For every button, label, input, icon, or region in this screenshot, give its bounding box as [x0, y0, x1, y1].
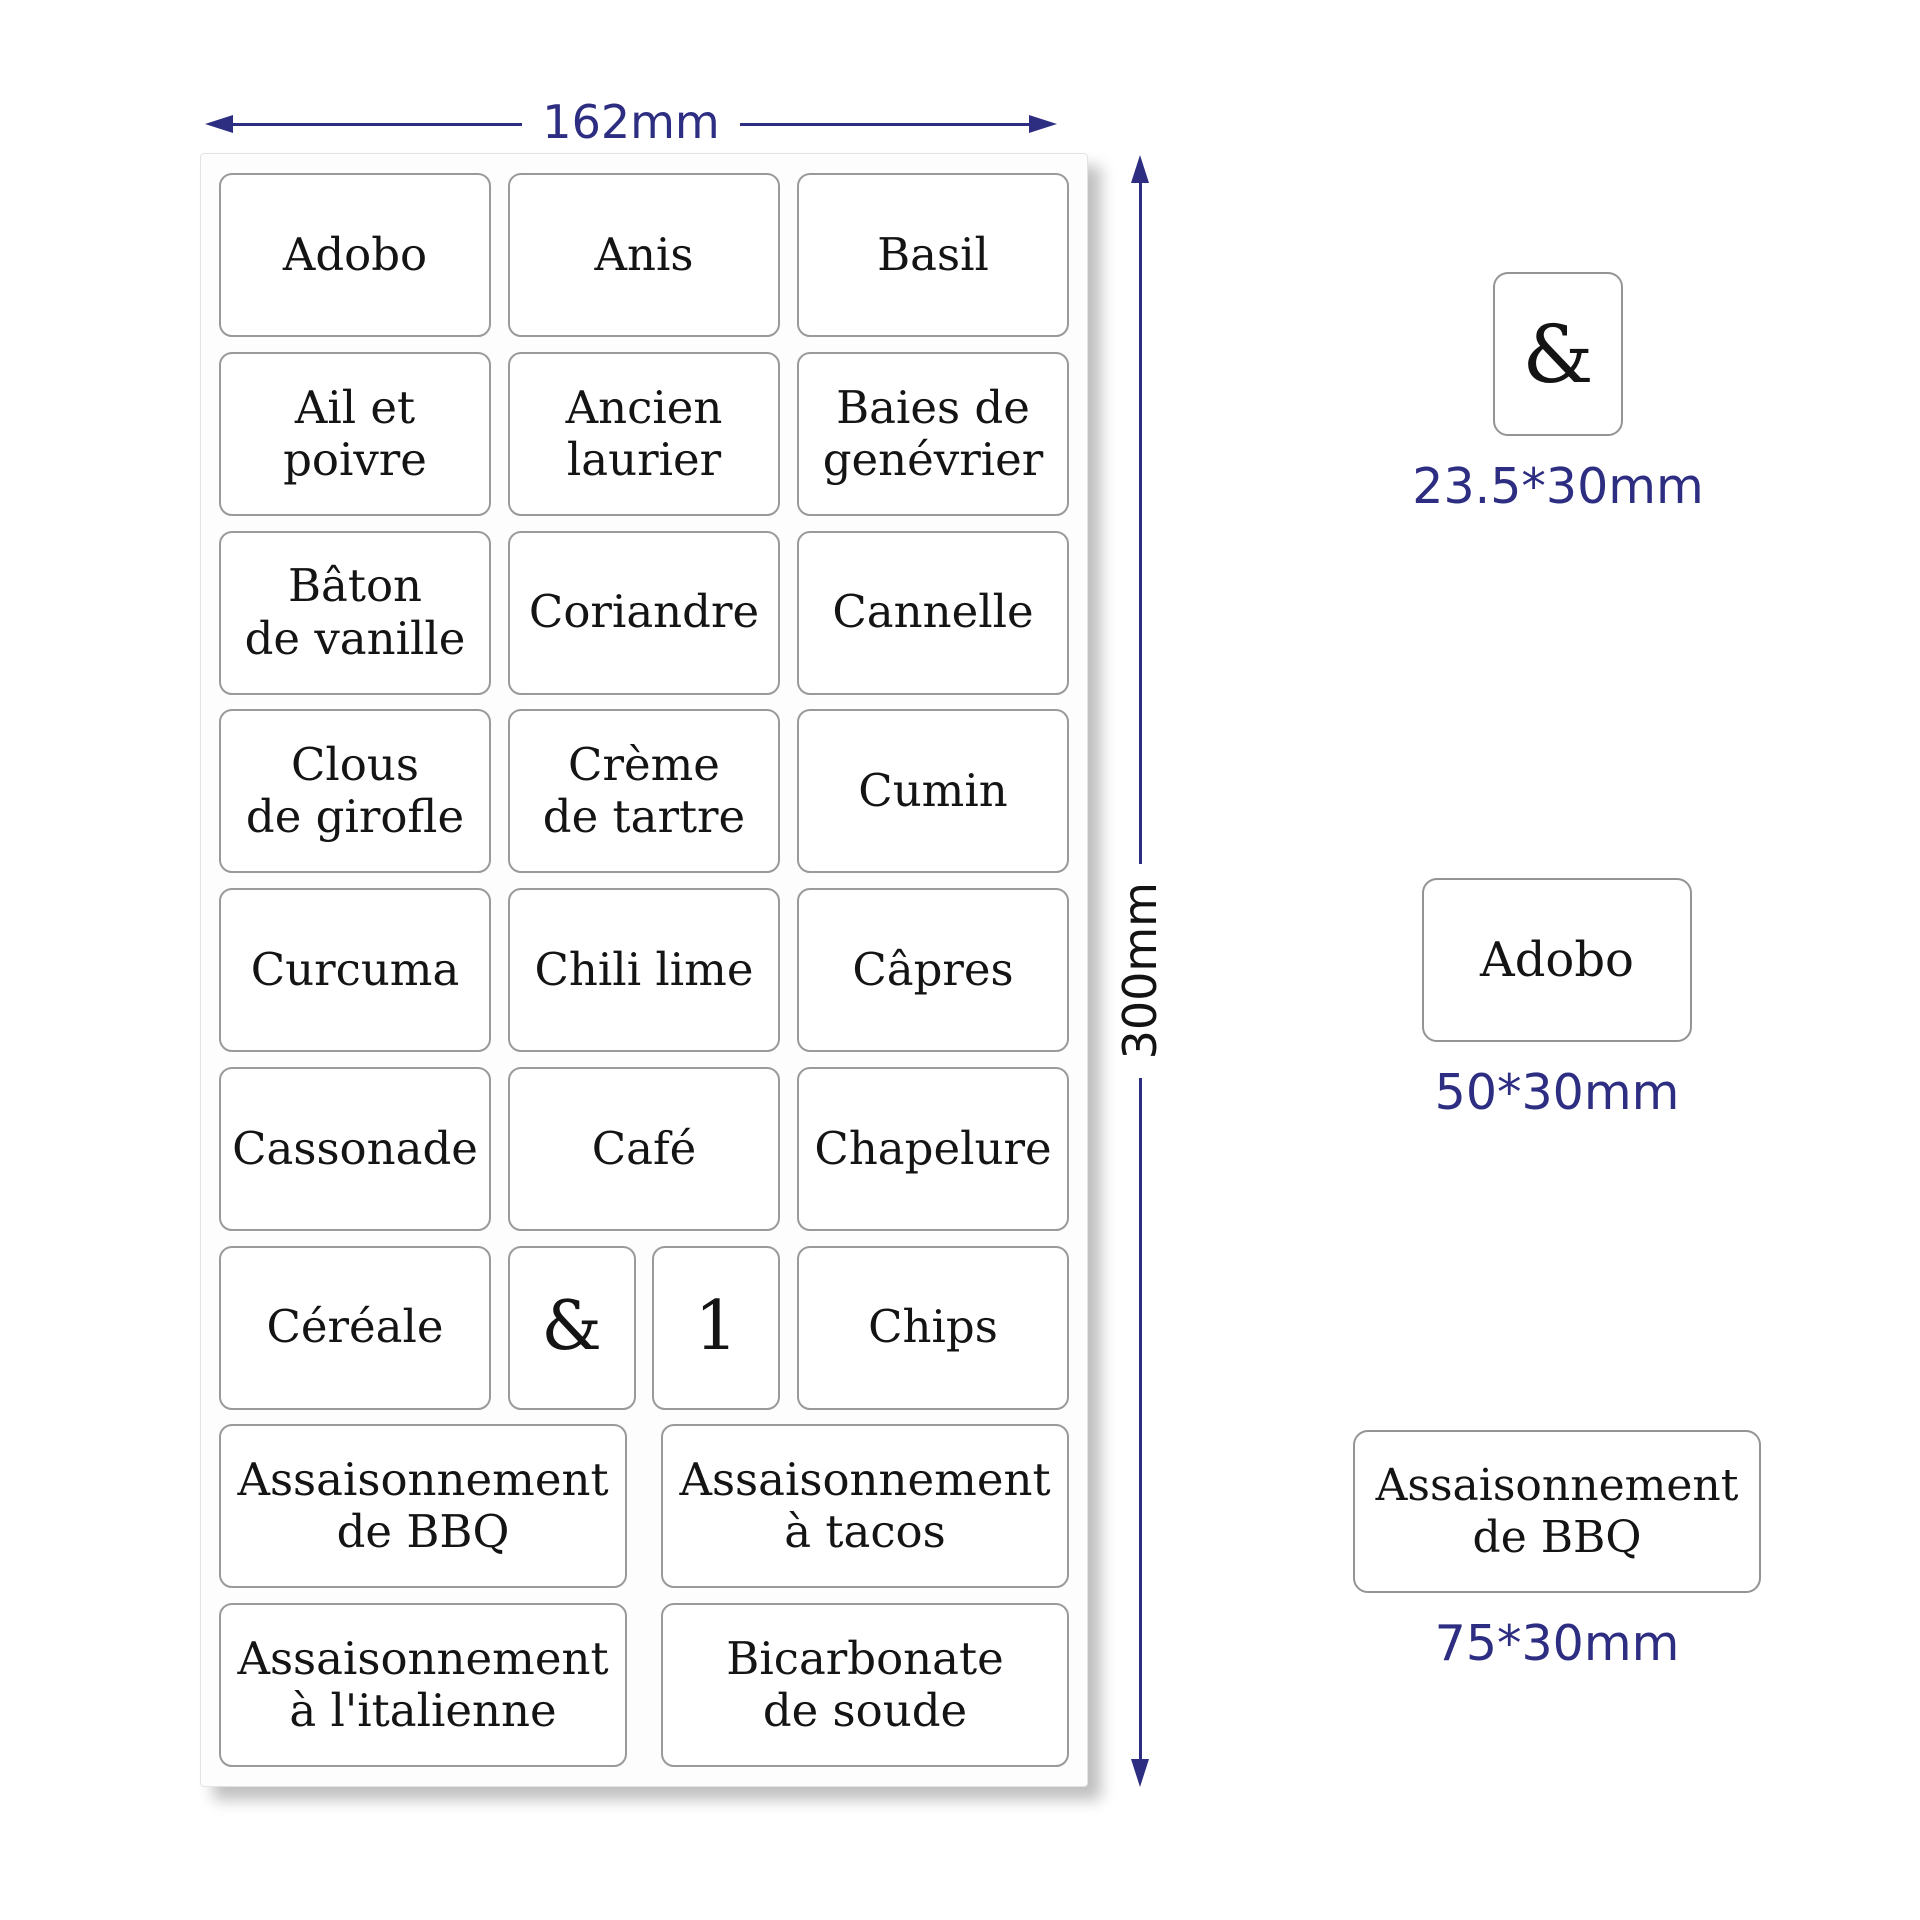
sample-large-box: Assaisonnement de BBQ: [1353, 1430, 1761, 1593]
spice-label-text: Adobo: [282, 227, 428, 281]
spice-label-text: Baies de genévrier: [822, 380, 1044, 486]
spice-label-ail-et-poivre: Ail et poivre: [219, 351, 491, 516]
dimension-line-bottom: [1138, 1077, 1142, 1760]
spice-label-text: Cassonade: [232, 1121, 478, 1175]
spice-label-text: 1: [694, 1287, 738, 1367]
arrowhead-left-icon: [205, 115, 233, 133]
spice-label-text: Céréale: [266, 1300, 444, 1354]
sample-large-text: Assaisonnement de BBQ: [1375, 1460, 1739, 1563]
spice-label-coriandre: Coriandre: [508, 530, 780, 695]
spice-label-cumin: Cumin: [797, 709, 1069, 874]
sample-small-text: &: [1522, 307, 1594, 401]
arrowhead-up-icon: [1131, 155, 1149, 183]
spice-label-text: Curcuma: [250, 942, 460, 996]
spice-label-clous-de-girofle: Clous de girofle: [219, 709, 491, 874]
arrowhead-down-icon: [1131, 1759, 1149, 1788]
sample-medium-label: Adobo 50*30mm: [1422, 878, 1692, 1121]
spice-label-text: Chips: [868, 1300, 998, 1354]
spice-label-chapelure: Chapelure: [797, 1066, 1069, 1231]
spice-label-assaisonnement-italienne: Assaisonnement à l'italienne: [219, 1603, 627, 1767]
label-row-1: Adobo Anis Basil: [219, 173, 1069, 337]
dimension-line-top: [1138, 183, 1142, 865]
spice-label-text: Café: [591, 1121, 697, 1175]
spice-label-text: Ancien laurier: [565, 380, 723, 486]
label-row-7: Céréale & 1 Chips: [219, 1245, 1069, 1410]
label-row-5: Curcuma Chili lime Câpres: [219, 888, 1069, 1052]
spice-label-cannelle: Cannelle: [797, 530, 1069, 695]
sample-medium-size: 50*30mm: [1434, 1064, 1680, 1121]
label-row-3: Bâton de vanille Coriandre Cannelle: [219, 530, 1069, 695]
label-sheet: Adobo Anis Basil Ail et poivre Ancien la…: [200, 153, 1088, 1787]
spice-label-assaisonnement-tacos: Assaisonnement à tacos: [661, 1424, 1069, 1589]
sample-medium-text: Adobo: [1480, 932, 1634, 988]
width-dimension-text: 162mm: [542, 95, 720, 149]
label-row-8: Assaisonnement de BBQ Assaisonnement à t…: [219, 1424, 1069, 1589]
sample-small-label: & 23.5*30mm: [1412, 272, 1704, 515]
spice-label-text: &: [541, 1287, 602, 1367]
spice-label-curcuma: Curcuma: [219, 888, 491, 1052]
height-dimension-text: 300mm: [1113, 882, 1167, 1060]
sample-large-label: Assaisonnement de BBQ 75*30mm: [1353, 1430, 1761, 1672]
spice-label-text: Assaisonnement à l'italienne: [237, 1631, 609, 1737]
spice-label-text: Chili lime: [534, 942, 754, 996]
spice-label-ampersand: &: [507, 1245, 636, 1410]
label-row-9: Assaisonnement à l'italienne Bicarbonate…: [219, 1603, 1069, 1767]
spice-label-chips: Chips: [796, 1245, 1069, 1410]
height-dimension: 300mm: [1113, 155, 1167, 1788]
label-row-2: Ail et poivre Ancien laurier Baies de ge…: [219, 351, 1069, 516]
spice-label-ancien-laurier: Ancien laurier: [508, 351, 780, 516]
dimension-line-right: [739, 122, 1030, 126]
spice-label-bicarbonate-de-soude: Bicarbonate de soude: [661, 1603, 1069, 1767]
spice-label-basil: Basil: [797, 173, 1069, 337]
spice-label-capres: Câpres: [797, 888, 1069, 1052]
spice-label-anis: Anis: [508, 173, 780, 337]
arrowhead-right-icon: [1029, 115, 1058, 133]
label-row-6: Cassonade Café Chapelure: [219, 1066, 1069, 1231]
spice-label-assaisonnement-bbq: Assaisonnement de BBQ: [219, 1424, 627, 1589]
spice-label-text: Ail et poivre: [283, 380, 427, 486]
spice-label-adobo: Adobo: [219, 173, 491, 337]
spice-label-number-one: 1: [652, 1245, 781, 1410]
sample-small-box: &: [1493, 272, 1623, 436]
spice-label-text: Chapelure: [814, 1121, 1052, 1175]
spice-label-text: Câpres: [852, 942, 1014, 996]
spice-label-text: Cannelle: [832, 585, 1034, 639]
spice-label-text: Bâton de vanille: [244, 559, 466, 665]
spice-label-cereale: Céréale: [219, 1245, 491, 1410]
spice-label-text: Clous de girofle: [245, 738, 465, 844]
spice-label-chili-lime: Chili lime: [508, 888, 780, 1052]
label-row-4: Clous de girofle Crème de tartre Cumin: [219, 709, 1069, 874]
sample-medium-box: Adobo: [1422, 878, 1692, 1042]
spice-label-baies-de-genevrier: Baies de genévrier: [797, 351, 1069, 516]
sample-small-size: 23.5*30mm: [1412, 458, 1704, 515]
spice-label-text: Coriandre: [528, 585, 760, 639]
dimension-line-left: [233, 122, 523, 126]
spice-label-text: Crème de tartre: [542, 738, 746, 844]
spice-label-text: Anis: [594, 227, 694, 281]
width-dimension: 162mm: [205, 95, 1058, 149]
spice-label-text: Bicarbonate de soude: [726, 1631, 1004, 1737]
spice-label-text: Assaisonnement à tacos: [679, 1453, 1051, 1559]
spice-label-text: Basil: [877, 227, 989, 281]
spice-label-text: Cumin: [858, 764, 1008, 818]
spice-label-cassonade: Cassonade: [219, 1066, 491, 1231]
sample-large-size: 75*30mm: [1434, 1615, 1680, 1672]
spice-label-cafe: Café: [508, 1066, 780, 1231]
spice-label-creme-de-tartre: Crème de tartre: [508, 709, 780, 874]
spice-label-baton-de-vanille: Bâton de vanille: [219, 530, 491, 695]
spice-label-text: Assaisonnement de BBQ: [237, 1453, 609, 1559]
